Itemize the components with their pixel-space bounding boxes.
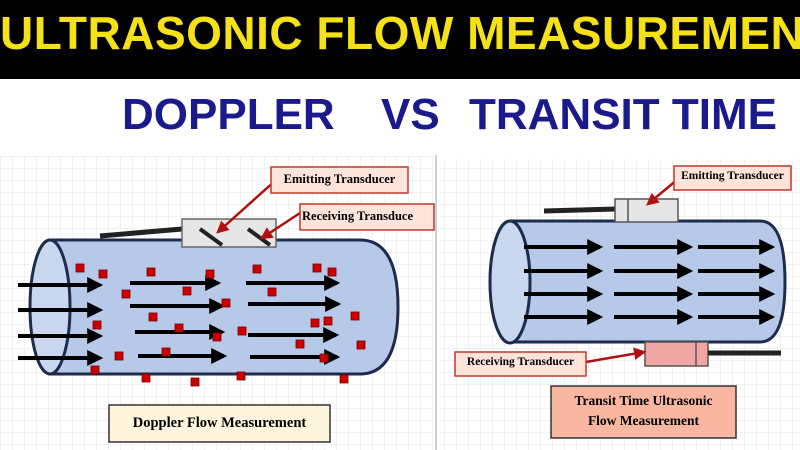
transit-emitting-leader [646,178,679,206]
transit-caption-line2: Flow Measurement [587,413,700,428]
transit-emitting-label-box [673,165,792,191]
subtitle-transit-time: TRANSIT TIME [469,90,777,139]
transit-receiving-transducer [644,341,709,367]
doppler-caption-box [108,404,331,443]
transit-emitter-cable [543,206,617,214]
doppler-cable [99,226,183,239]
doppler-receiving-label: Receiving Transduce [302,209,413,223]
transit-caption-line1: Transit Time Ultrasonic [574,393,713,408]
subtitle-doppler: DOPPLER [122,90,335,139]
transit-receiving-label: Receiving Transducer [466,356,575,368]
transit-receiving-leader [585,347,647,364]
doppler-receiving-leader [259,211,301,240]
title-banner: ULTRASONIC FLOW MEASUREMENT [0,0,800,79]
transit-emitting-label: Emitting Transducer [681,170,784,182]
transit-emitting-transducer [614,198,679,223]
doppler-receiver-element [246,227,272,247]
transit-caption-box [550,385,737,439]
transit-flow-arrows [524,239,776,325]
banner-title: ULTRASONIC FLOW MEASUREMENT [0,7,800,59]
doppler-emitting-label-box [270,166,409,194]
doppler-emitting-leader [216,179,277,234]
transit-receiving-label-box [454,351,587,377]
doppler-particles [75,263,366,387]
doppler-caption: Doppler Flow Measurement [132,415,307,431]
doppler-emitting-label: Emitting Transducer [283,172,396,186]
doppler-receiving-label-box [299,203,435,231]
doppler-emitter-element [198,227,224,247]
subtitle-vs: VS [381,90,440,139]
transit-pipe [488,219,787,345]
